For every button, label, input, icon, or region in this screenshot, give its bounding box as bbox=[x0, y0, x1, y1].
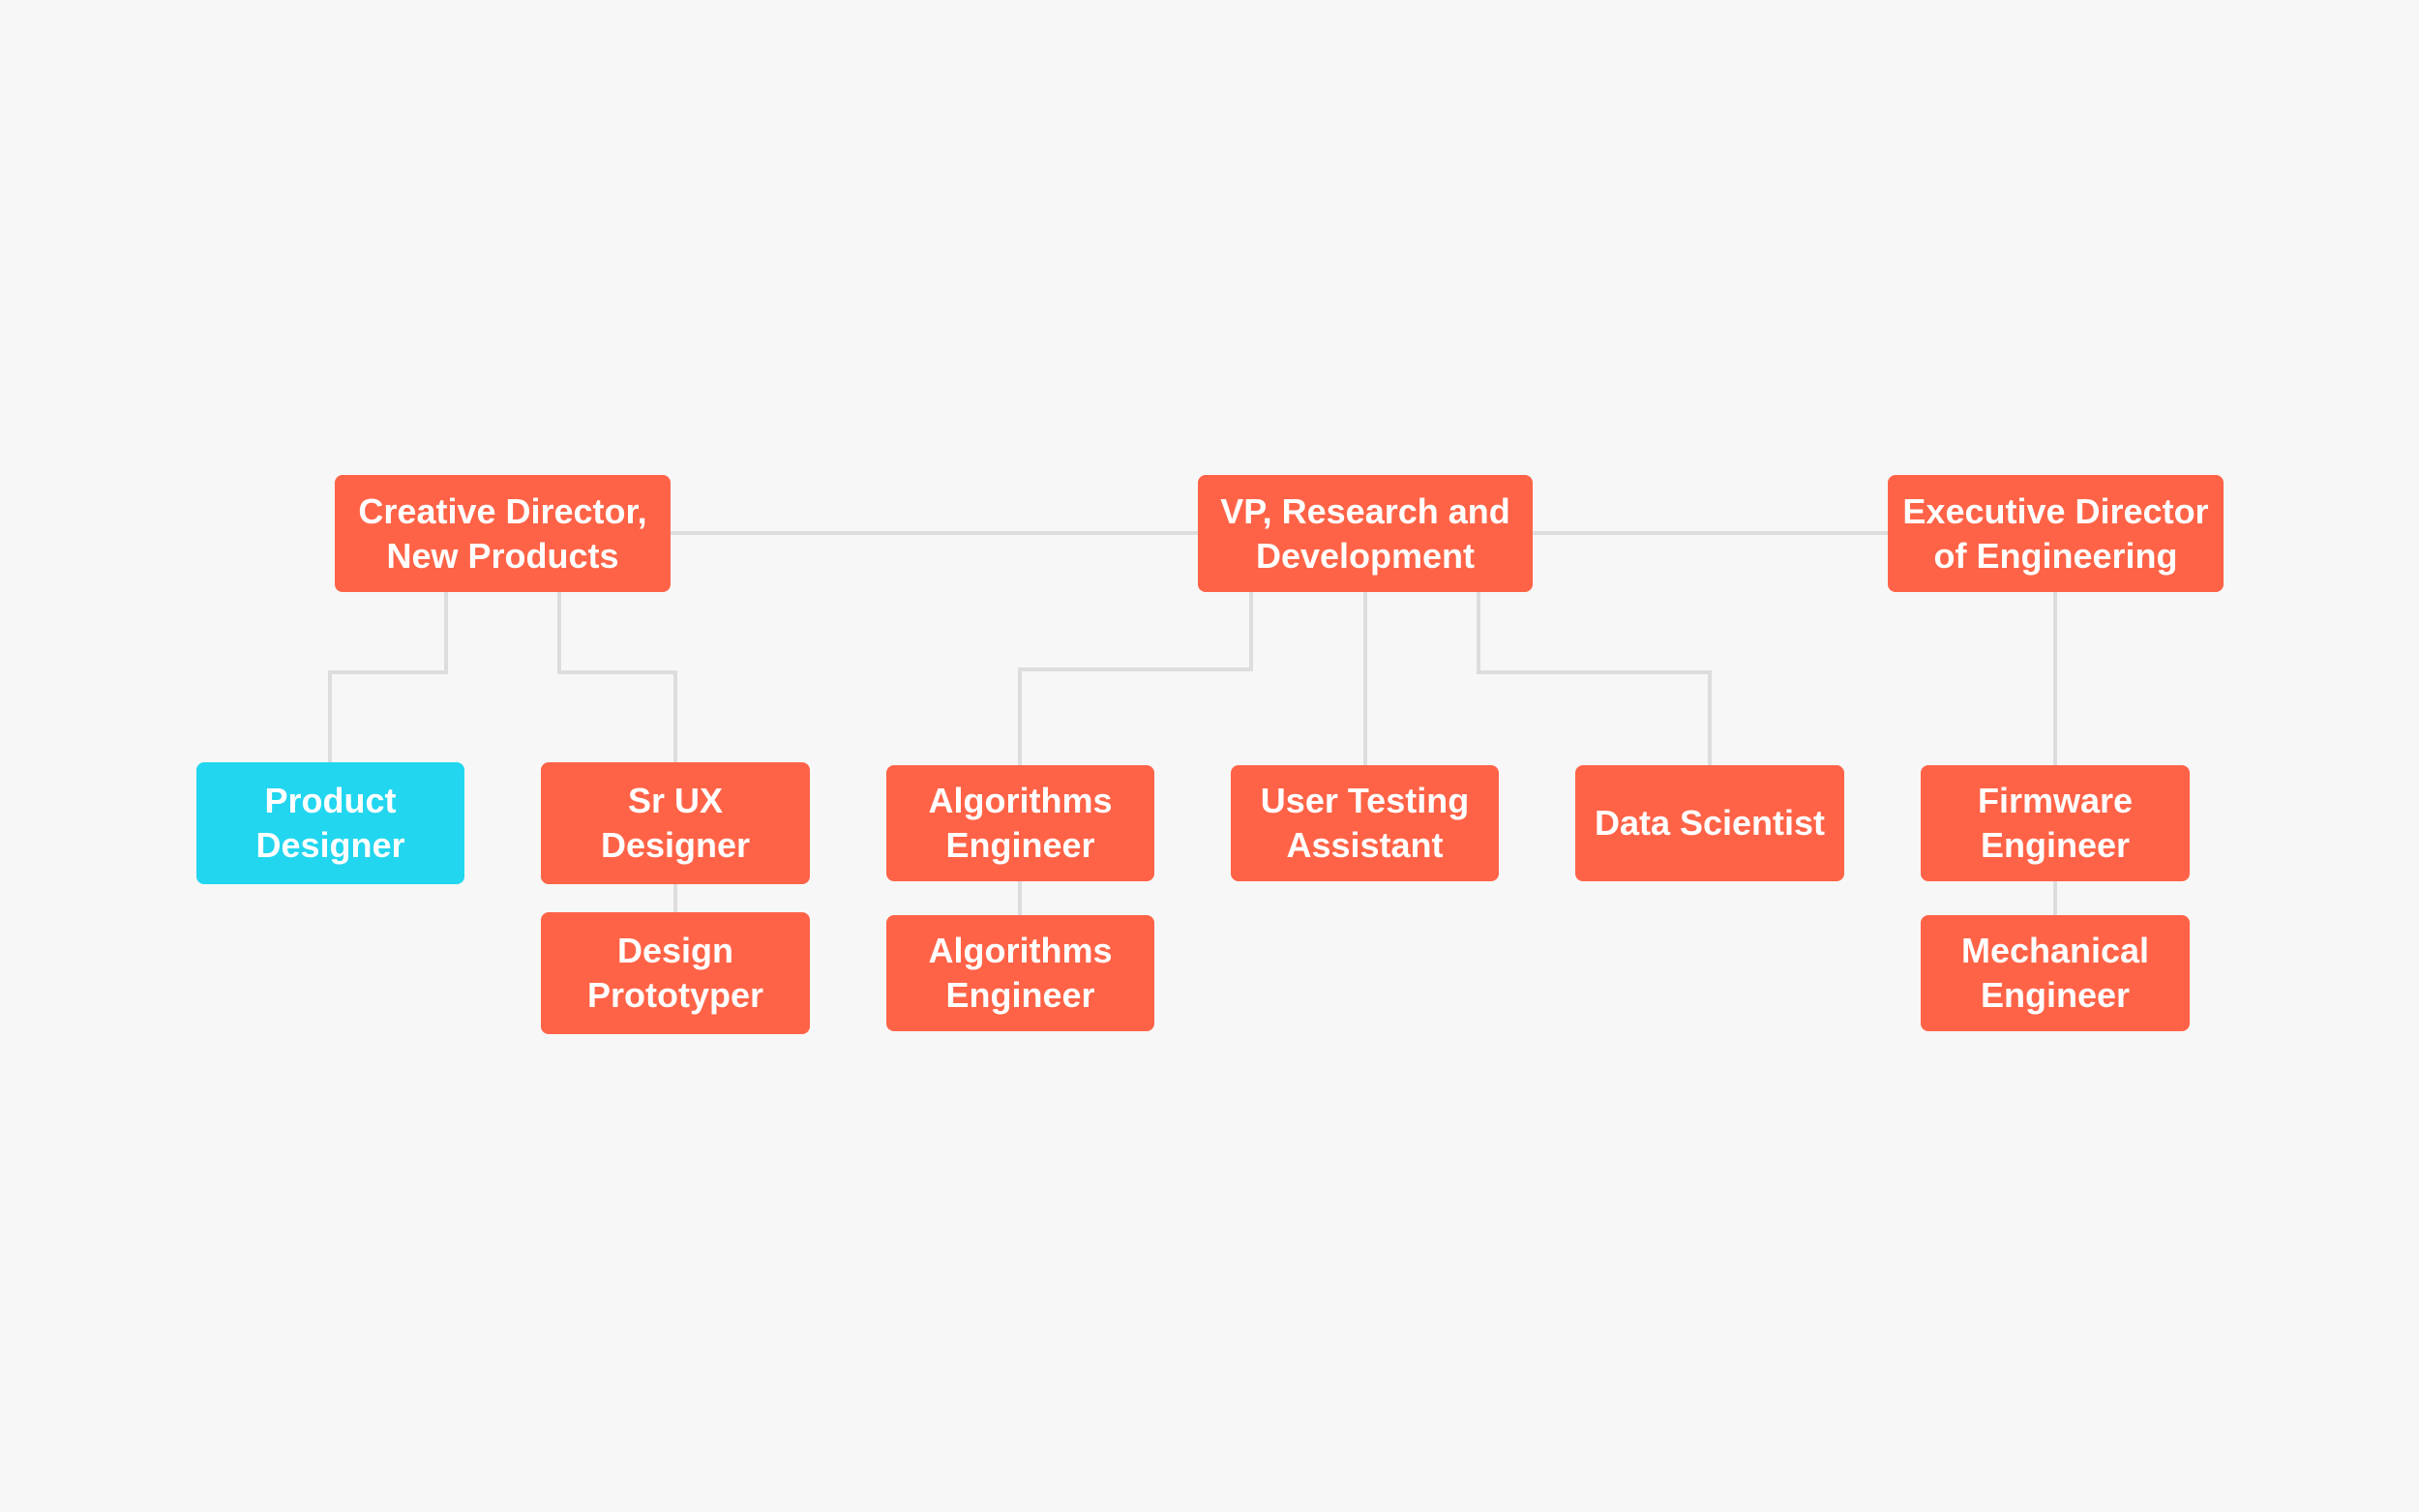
node-label: Mechanical Engineer bbox=[1960, 931, 2150, 1015]
node-label: VP, Research and Development bbox=[1220, 490, 1510, 576]
node-user-testing-assistant[interactable]: User Testing Assistant bbox=[1231, 765, 1499, 881]
node-label: Sr UX Designer bbox=[600, 781, 751, 865]
connector-product-designer bbox=[328, 592, 448, 762]
node-label: User Testing Assistant bbox=[1260, 781, 1470, 865]
node-creative-director[interactable]: Creative Director, New Products bbox=[335, 475, 671, 592]
connector-data-scientist bbox=[1477, 592, 1712, 765]
node-design-prototyper[interactable]: Design Prototyper bbox=[541, 912, 810, 1034]
node-algorithms-engineer-1[interactable]: Algorithms Engineer bbox=[886, 765, 1154, 881]
node-label: Creative Director, New Products bbox=[358, 490, 647, 576]
node-label: Product Designer bbox=[255, 781, 405, 865]
node-sr-ux-designer[interactable]: Sr UX Designer bbox=[541, 762, 810, 884]
node-vp-research[interactable]: VP, Research and Development bbox=[1198, 475, 1533, 592]
node-executive-director[interactable]: Executive Director of Engineering bbox=[1888, 475, 2224, 592]
node-label: Algorithms Engineer bbox=[928, 931, 1113, 1015]
node-label: Data Scientist bbox=[1594, 803, 1826, 843]
connector-algorithms-engineer-1 bbox=[1018, 592, 1253, 765]
node-firmware-engineer[interactable]: Firmware Engineer bbox=[1921, 765, 2190, 881]
node-label: Algorithms Engineer bbox=[928, 781, 1113, 865]
node-data-scientist[interactable]: Data Scientist bbox=[1575, 765, 1844, 881]
node-label: Design Prototyper bbox=[586, 931, 764, 1015]
node-label: Firmware Engineer bbox=[1977, 781, 2134, 865]
node-product-designer[interactable]: Product Designer bbox=[196, 762, 464, 884]
node-mechanical-engineer[interactable]: Mechanical Engineer bbox=[1921, 915, 2190, 1031]
node-algorithms-engineer-2[interactable]: Algorithms Engineer bbox=[886, 915, 1154, 1031]
node-label: Executive Director of Engineering bbox=[1902, 490, 2209, 576]
connector-sr-ux-designer bbox=[557, 592, 677, 762]
